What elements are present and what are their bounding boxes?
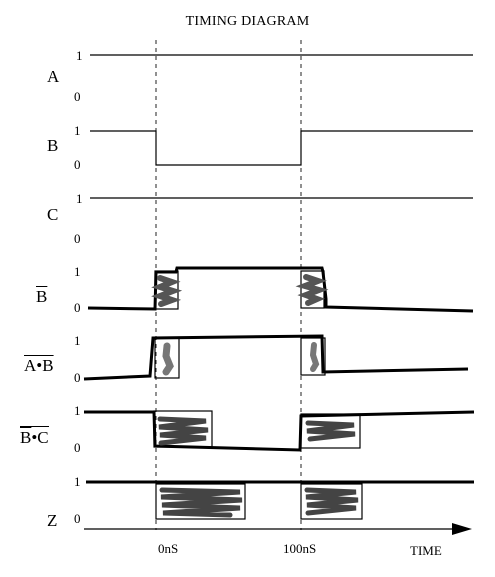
scribble <box>157 416 209 446</box>
level-low-a: 0 <box>74 89 81 104</box>
waveform-a-b-bar <box>83 334 469 381</box>
signal-label-b-bar-c-overlined-part: B•C <box>20 428 49 447</box>
waveform-z <box>86 480 474 520</box>
signal-label-b-bar-c: B•C <box>20 426 49 446</box>
signal-label-b: B <box>47 136 59 155</box>
signal-label-z: Z <box>47 511 58 530</box>
label-rest: •C <box>31 428 49 447</box>
level-high-z: 1 <box>74 474 81 489</box>
scribble <box>151 275 183 307</box>
level-high-a-b-bar: 1 <box>74 333 81 348</box>
level-low-b-bar: 0 <box>74 300 81 315</box>
scribble <box>309 342 320 372</box>
time-tick-100ns: 100nS <box>283 541 317 556</box>
overlined-letter: B <box>20 428 32 447</box>
scribble <box>295 274 329 306</box>
signal-label-a-b-bar: A•B <box>24 356 54 375</box>
scribble <box>305 420 356 442</box>
level-low-b-bar-c: 0 <box>74 440 81 455</box>
arrow-head-icon <box>452 523 472 535</box>
diagram-title: TIMING DIAGRAM <box>185 14 310 29</box>
level-low-a-b-bar: 0 <box>74 370 81 385</box>
level-low-c: 0 <box>74 231 81 246</box>
signal-label-c: C <box>47 205 59 224</box>
signal-label-a: A <box>47 67 60 86</box>
level-high-a: 1 <box>76 48 83 63</box>
time-axis-label: TIME <box>410 543 442 558</box>
signal-label-b-bar: B <box>36 287 48 306</box>
time-axis <box>84 523 472 535</box>
scribble <box>162 342 174 376</box>
time-tick-0ns: 0nS <box>158 541 179 556</box>
scribble <box>304 487 359 516</box>
level-high-c: 1 <box>76 191 83 206</box>
level-high-b-bar: 1 <box>74 264 81 279</box>
waveform-b <box>90 130 473 166</box>
level-low-z: 0 <box>74 511 81 526</box>
level-high-b: 1 <box>74 123 81 138</box>
waveform-b-bar-c <box>84 410 475 452</box>
scribble <box>159 487 243 518</box>
waveform-b-bar <box>87 266 474 313</box>
level-high-b-bar-c: 1 <box>74 403 81 418</box>
level-low-b: 0 <box>74 157 81 172</box>
